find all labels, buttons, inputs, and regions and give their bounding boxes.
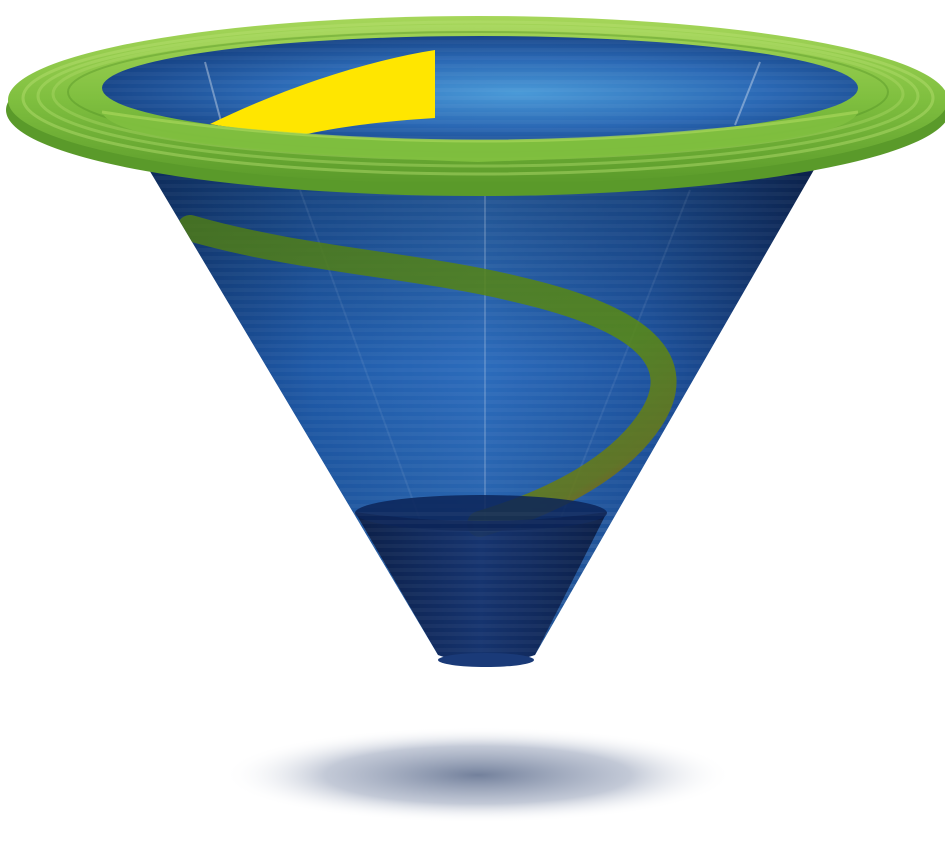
floor-shadow [223, 727, 733, 823]
funnel-opening [101, 36, 859, 162]
yellow-ribbon [210, 50, 435, 138]
spiral-ribbon [177, 215, 677, 537]
funnel-cone [148, 168, 815, 667]
